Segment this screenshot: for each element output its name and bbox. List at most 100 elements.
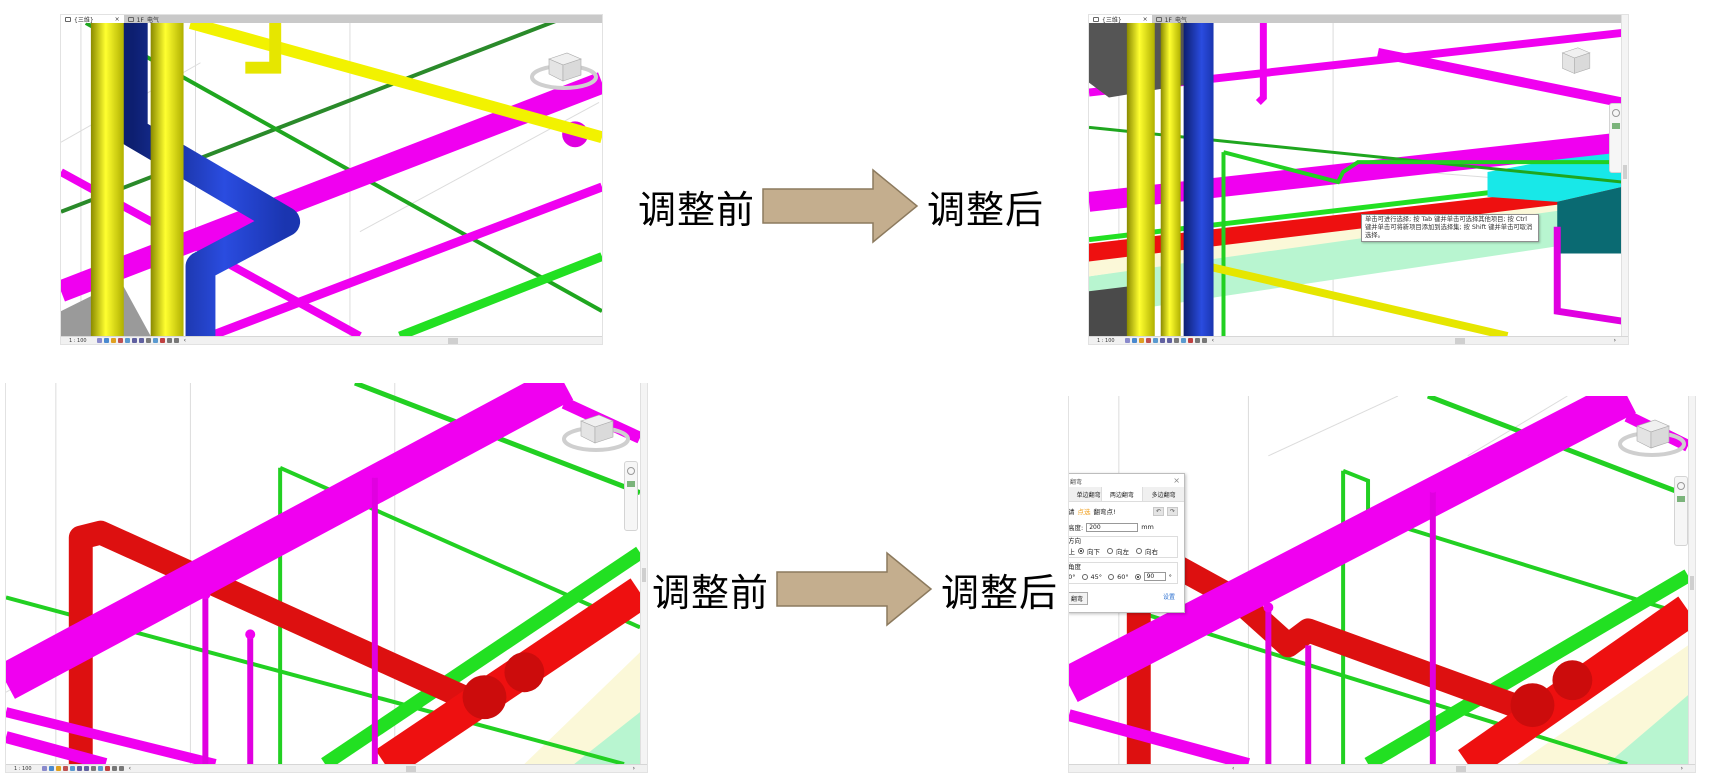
scroll-left-icon[interactable]: ‹ (128, 765, 131, 772)
reveal-hidden-icon[interactable] (159, 338, 165, 343)
undo-icon[interactable]: ↶ (1153, 506, 1164, 516)
shadows-icon[interactable] (62, 766, 68, 771)
redo-icon[interactable]: ↷ (1167, 506, 1178, 516)
detail-level-icon[interactable] (1124, 338, 1130, 343)
angle-30-label[interactable]: 30° (1069, 572, 1076, 581)
viewcube-icon[interactable] (529, 41, 599, 91)
height-input[interactable]: 200 (1086, 522, 1139, 532)
zoom-icon[interactable] (627, 481, 635, 487)
scroll-left-icon[interactable]: ‹ (183, 337, 186, 344)
scale-selector[interactable]: 1 : 100 (1097, 337, 1115, 344)
analysis-icon[interactable] (1201, 338, 1207, 343)
tab-3d-view[interactable]: {三维} × (1089, 15, 1152, 24)
lock-view-icon[interactable] (1173, 338, 1179, 343)
vertical-scrollbar-thumb[interactable] (1690, 576, 1694, 590)
scroll-right-icon[interactable]: › (1680, 765, 1683, 772)
visual-style-icon[interactable] (48, 766, 54, 771)
crop-view-icon[interactable] (76, 766, 82, 771)
render-icon[interactable] (124, 338, 130, 343)
direction-up-label[interactable]: 向上 (1069, 548, 1075, 556)
navigation-bar[interactable] (1609, 103, 1622, 173)
horizontal-scrollbar[interactable]: ‹ › (1069, 764, 1695, 772)
apply-bend-button[interactable]: 翻弯 (1069, 592, 1089, 605)
shadows-icon[interactable] (117, 338, 123, 343)
close-tab-icon[interactable]: × (1142, 15, 1148, 23)
analysis-icon[interactable] (173, 338, 179, 343)
angle-45-radio[interactable] (1081, 573, 1088, 580)
visual-style-icon[interactable] (103, 338, 109, 343)
show-crop-icon[interactable] (83, 766, 89, 771)
sun-path-icon[interactable] (1138, 338, 1144, 343)
sun-path-icon[interactable] (110, 338, 116, 343)
analysis-icon[interactable] (118, 766, 124, 771)
angle-60-radio[interactable] (1108, 573, 1115, 580)
settings-link[interactable]: 设置 (1162, 594, 1175, 601)
detail-level-icon[interactable] (96, 338, 102, 343)
3d-viewport[interactable]: 单击可进行选择; 按 Tab 键并单击可选择其他项目; 按 Ctrl 键并单击可… (1089, 23, 1622, 336)
full-navigation-wheel-icon[interactable] (1612, 109, 1620, 117)
horizontal-scrollbar-thumb[interactable] (1456, 766, 1466, 772)
scroll-left-icon[interactable]: ‹ (1211, 337, 1214, 344)
3d-viewport[interactable] (61, 23, 602, 336)
zoom-icon[interactable] (1612, 123, 1620, 129)
show-crop-icon[interactable] (138, 338, 144, 343)
hide-isolate-icon[interactable] (1180, 338, 1186, 343)
show-crop-icon[interactable] (1166, 338, 1172, 343)
direction-right-radio[interactable] (1136, 548, 1142, 554)
angle-custom-input[interactable]: 90 (1143, 572, 1166, 581)
zoom-icon[interactable] (1677, 496, 1685, 502)
crop-view-icon[interactable] (1159, 338, 1165, 343)
full-navigation-wheel-icon[interactable] (1677, 482, 1685, 490)
temp-properties-icon[interactable] (166, 338, 172, 343)
sun-path-icon[interactable] (55, 766, 61, 771)
viewcube-icon[interactable] (1547, 41, 1607, 87)
direction-left-radio[interactable] (1107, 548, 1113, 554)
close-icon[interactable]: × (1173, 476, 1180, 485)
horizontal-scrollbar-thumb[interactable] (406, 766, 416, 772)
navigation-bar[interactable] (1674, 476, 1688, 546)
close-tab-icon[interactable]: × (114, 15, 120, 23)
vertical-scrollbar-thumb[interactable] (642, 568, 646, 582)
reveal-hidden-icon[interactable] (1187, 338, 1193, 343)
navigation-bar[interactable] (624, 461, 638, 531)
viewcube-icon[interactable] (1617, 408, 1687, 458)
tab-floor-plan[interactable]: 1F_电气 (123, 15, 602, 24)
scale-selector[interactable]: 1 : 100 (14, 765, 32, 772)
vertical-scrollbar[interactable] (1621, 15, 1628, 336)
viewcube-icon[interactable] (561, 403, 631, 453)
visual-style-icon[interactable] (1131, 338, 1137, 343)
tab-3d-view[interactable]: {三维} × (61, 15, 124, 24)
vertical-scrollbar-thumb[interactable] (1623, 165, 1627, 179)
before-label: 调整前 (652, 570, 770, 615)
lock-view-icon[interactable] (145, 338, 151, 343)
vertical-scrollbar[interactable] (1688, 396, 1695, 764)
scale-selector[interactable]: 1 : 100 (69, 337, 87, 344)
scroll-right-icon[interactable]: › (1613, 337, 1616, 344)
lock-view-icon[interactable] (90, 766, 96, 771)
tab-single-side-bend[interactable]: 单边翻弯 (1076, 491, 1101, 499)
reveal-hidden-icon[interactable] (104, 766, 110, 771)
horizontal-scrollbar-thumb[interactable] (448, 338, 458, 344)
direction-down-radio[interactable] (1078, 548, 1084, 554)
scroll-right-icon[interactable]: › (632, 765, 635, 772)
full-navigation-wheel-icon[interactable] (627, 467, 635, 475)
render-icon[interactable] (69, 766, 75, 771)
floor-plan-icon (127, 16, 134, 22)
tab-floor-plan[interactable]: 1F_电气 (1151, 15, 1628, 24)
3d-viewport[interactable]: 翻弯 × 单边翻弯 两边翻弯 多边翻弯 请 点选 翻弯点! ↶ ↷ 高度: 20… (1069, 396, 1688, 764)
shadows-icon[interactable] (1145, 338, 1151, 343)
hide-isolate-icon[interactable] (152, 338, 158, 343)
scroll-left-icon[interactable]: ‹ (1232, 765, 1235, 772)
tab-two-side-bend[interactable]: 两边翻弯 (1100, 487, 1144, 501)
tab-multi-side-bend[interactable]: 多边翻弯 (1151, 491, 1176, 499)
detail-level-icon[interactable] (41, 766, 47, 771)
angle-custom-radio[interactable] (1134, 573, 1141, 580)
temp-properties-icon[interactable] (111, 766, 117, 771)
3d-viewport[interactable] (6, 383, 640, 764)
temp-properties-icon[interactable] (1194, 338, 1200, 343)
vertical-scrollbar[interactable] (640, 383, 647, 764)
render-icon[interactable] (1152, 338, 1158, 343)
hide-isolate-icon[interactable] (97, 766, 103, 771)
crop-view-icon[interactable] (131, 338, 137, 343)
horizontal-scrollbar-thumb[interactable] (1455, 338, 1465, 344)
